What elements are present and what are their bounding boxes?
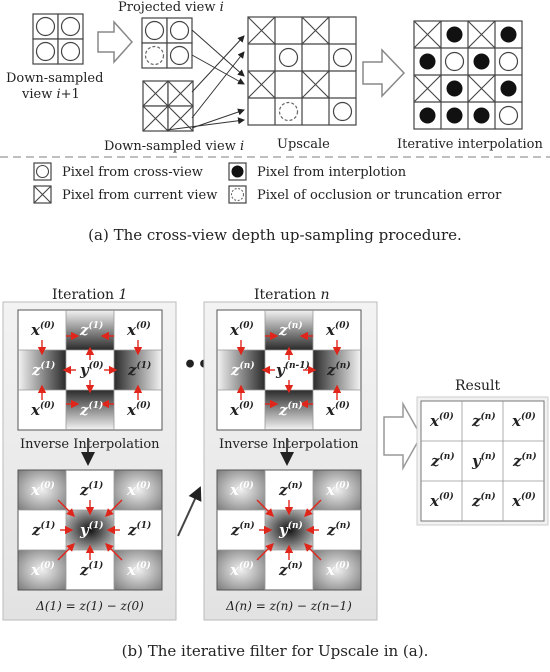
iteration-1-delta: Δ(1) = z(1) − z(0): [35, 599, 144, 613]
svg-text:x(0): x(0): [325, 320, 350, 339]
svg-text:y(1): y(1): [79, 520, 104, 539]
legend-current-view: Pixel from current view: [62, 188, 217, 203]
projected-view-label: Projected view i: [118, 0, 224, 15]
result-title: Result: [455, 378, 501, 394]
svg-text:x(0): x(0): [126, 320, 151, 339]
downsampled-next-grid: [32, 13, 84, 65]
legend-cross-view: Pixel from cross-view: [62, 165, 203, 180]
svg-text:y(n): y(n): [471, 451, 496, 470]
iteration-link-arrow: [177, 486, 202, 537]
hollow-arrow-2: [362, 48, 406, 98]
hollow-arrow-result: [383, 401, 422, 471]
svg-text:z(n): z(n): [471, 491, 496, 510]
svg-text:z(1): z(1): [79, 480, 103, 499]
caption-a: (a) The cross-view depth up-sampling pro…: [88, 226, 462, 244]
legend-interpolation: Pixel from interplotion: [257, 165, 407, 180]
svg-text:z(n): z(n): [278, 480, 303, 499]
iteration-n-top-grid: x(0) z(n) x(0) z(n) y(n-1) z(n) x(0) z(n…: [216, 309, 362, 431]
svg-text:x(0): x(0): [511, 491, 536, 510]
svg-text:x(0): x(0): [30, 560, 55, 579]
iteration-1-bottom-grid: x(0) z(1) x(0) z(1) y(1) z(1) x(0) z(1) …: [17, 469, 163, 591]
svg-text:x(0): x(0): [229, 480, 254, 499]
legend: Pixel from cross-view Pixel from current…: [33, 162, 502, 204]
svg-text:x(0): x(0): [325, 560, 350, 579]
mapping-arrows: [166, 29, 245, 131]
upscale-grid: [247, 16, 357, 126]
caption-b: (b) The iterative filter for Upscale in …: [122, 642, 429, 660]
iterative-interpolation-label: Iterative interpolation: [397, 137, 543, 152]
svg-text:z(n): z(n): [278, 400, 303, 419]
svg-text:z(1): z(1): [127, 360, 151, 379]
svg-text:z(n): z(n): [278, 560, 303, 579]
svg-text:z(1): z(1): [31, 520, 55, 539]
svg-text:x(0): x(0): [229, 400, 254, 419]
iteration-1-inverse-label: Inverse Interpolation: [20, 437, 160, 452]
svg-text:x(0): x(0): [126, 480, 151, 499]
svg-text:z(n): z(n): [326, 360, 351, 379]
iteration-n-inverse-label: Inverse Interpolation: [219, 437, 359, 452]
svg-text:z(1): z(1): [127, 520, 151, 539]
svg-text:x(0): x(0): [511, 411, 536, 430]
downsampled-view-grid: [142, 80, 194, 132]
svg-text:y(0): y(0): [79, 360, 104, 379]
svg-text:z(1): z(1): [79, 400, 103, 419]
iteration-1-title: Iteration 1: [52, 287, 127, 303]
svg-text:x(0): x(0): [429, 491, 454, 510]
svg-text:y(n): y(n): [278, 520, 303, 539]
hollow-arrow-1: [97, 20, 134, 64]
svg-text:x(0): x(0): [126, 400, 151, 419]
iteration-1-top-grid: x(0) z(1) x(0) z(1) y(0) z(1) x(0) z(1) …: [17, 309, 163, 431]
legend-occlusion: Pixel of occlusion or truncation error: [257, 188, 502, 203]
svg-text:z(n): z(n): [230, 360, 255, 379]
svg-text:x(0): x(0): [30, 400, 55, 419]
downsampled-next-label-1: Down-sampled: [6, 71, 103, 86]
svg-text:x(0): x(0): [325, 480, 350, 499]
svg-text:z(n): z(n): [471, 411, 496, 430]
svg-text:x(0): x(0): [229, 320, 254, 339]
iteration-n-bottom-grid: x(0) z(n) x(0) z(n) y(n) z(n) x(0) z(n) …: [216, 469, 362, 591]
svg-text:x(0): x(0): [229, 560, 254, 579]
svg-text:z(1): z(1): [31, 360, 55, 379]
downsampled-next-label-2: view i+1: [21, 87, 80, 102]
iterative-interpolation-grid: [413, 20, 523, 130]
projected-view-grid: [141, 17, 193, 69]
svg-text:x(0): x(0): [429, 411, 454, 430]
svg-text:z(n): z(n): [512, 451, 537, 470]
result-grid: x(0) z(n) x(0) z(n) y(n) z(n) x(0) z(n) …: [420, 400, 545, 522]
svg-text:z(n): z(n): [278, 320, 303, 339]
downsampled-view-label: Down-sampled view i: [104, 139, 244, 154]
svg-text:x(0): x(0): [30, 480, 55, 499]
upscale-label: Upscale: [277, 137, 330, 152]
svg-text:z(n): z(n): [326, 520, 351, 539]
svg-text:x(0): x(0): [30, 320, 55, 339]
svg-text:z(n): z(n): [430, 451, 455, 470]
svg-text:y(n-1): y(n-1): [275, 360, 310, 379]
svg-text:z(1): z(1): [79, 320, 103, 339]
svg-text:x(0): x(0): [325, 400, 350, 419]
svg-text:x(0): x(0): [126, 560, 151, 579]
svg-text:z(1): z(1): [79, 560, 103, 579]
svg-text:z(n): z(n): [230, 520, 255, 539]
iteration-n-title: Iteration n: [254, 287, 330, 303]
iteration-n-delta: Δ(n) = z(n) − z(n−1): [225, 599, 352, 613]
